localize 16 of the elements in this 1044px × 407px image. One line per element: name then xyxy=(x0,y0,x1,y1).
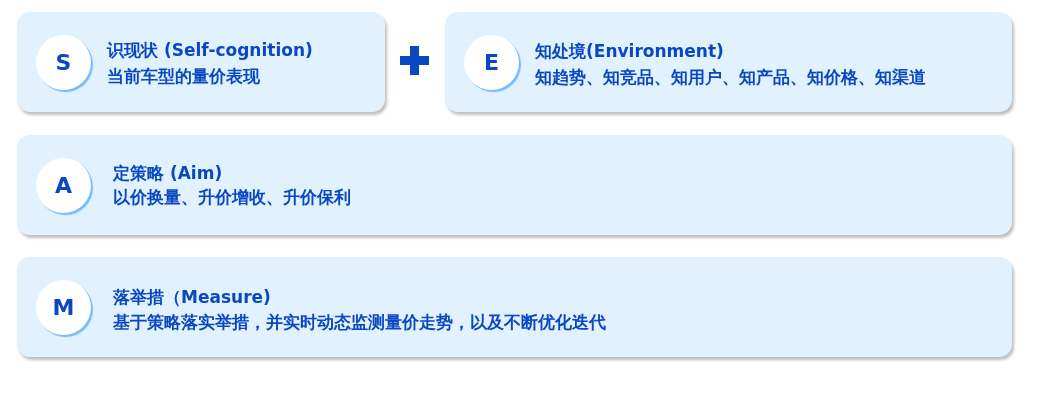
letter-circle: E xyxy=(464,35,519,90)
step-panel xyxy=(445,12,1012,112)
description: 知趋势、知竞品、知用户、知产品、知价格、知渠道 xyxy=(535,66,926,88)
letter-circle: A xyxy=(36,158,91,213)
description: 基于策略落实举措，并实时动态监测量价走势，以及不断优化迭代 xyxy=(113,311,606,333)
heading: 定策略 (Aim) xyxy=(113,162,223,184)
heading: 识现状 (Self-cognition) xyxy=(107,39,313,61)
letter-circle: M xyxy=(36,280,91,335)
step-panel xyxy=(17,135,1012,235)
description: 以价换量、升价增收、升价保利 xyxy=(113,186,351,208)
description: 当前车型的量价表现 xyxy=(107,65,260,87)
step-panel xyxy=(17,257,1012,357)
heading: 知处境(Environment) xyxy=(535,40,724,62)
step-panel xyxy=(17,12,385,112)
letter-circle: S xyxy=(36,35,91,90)
heading: 落举措（Measure) xyxy=(113,286,271,308)
